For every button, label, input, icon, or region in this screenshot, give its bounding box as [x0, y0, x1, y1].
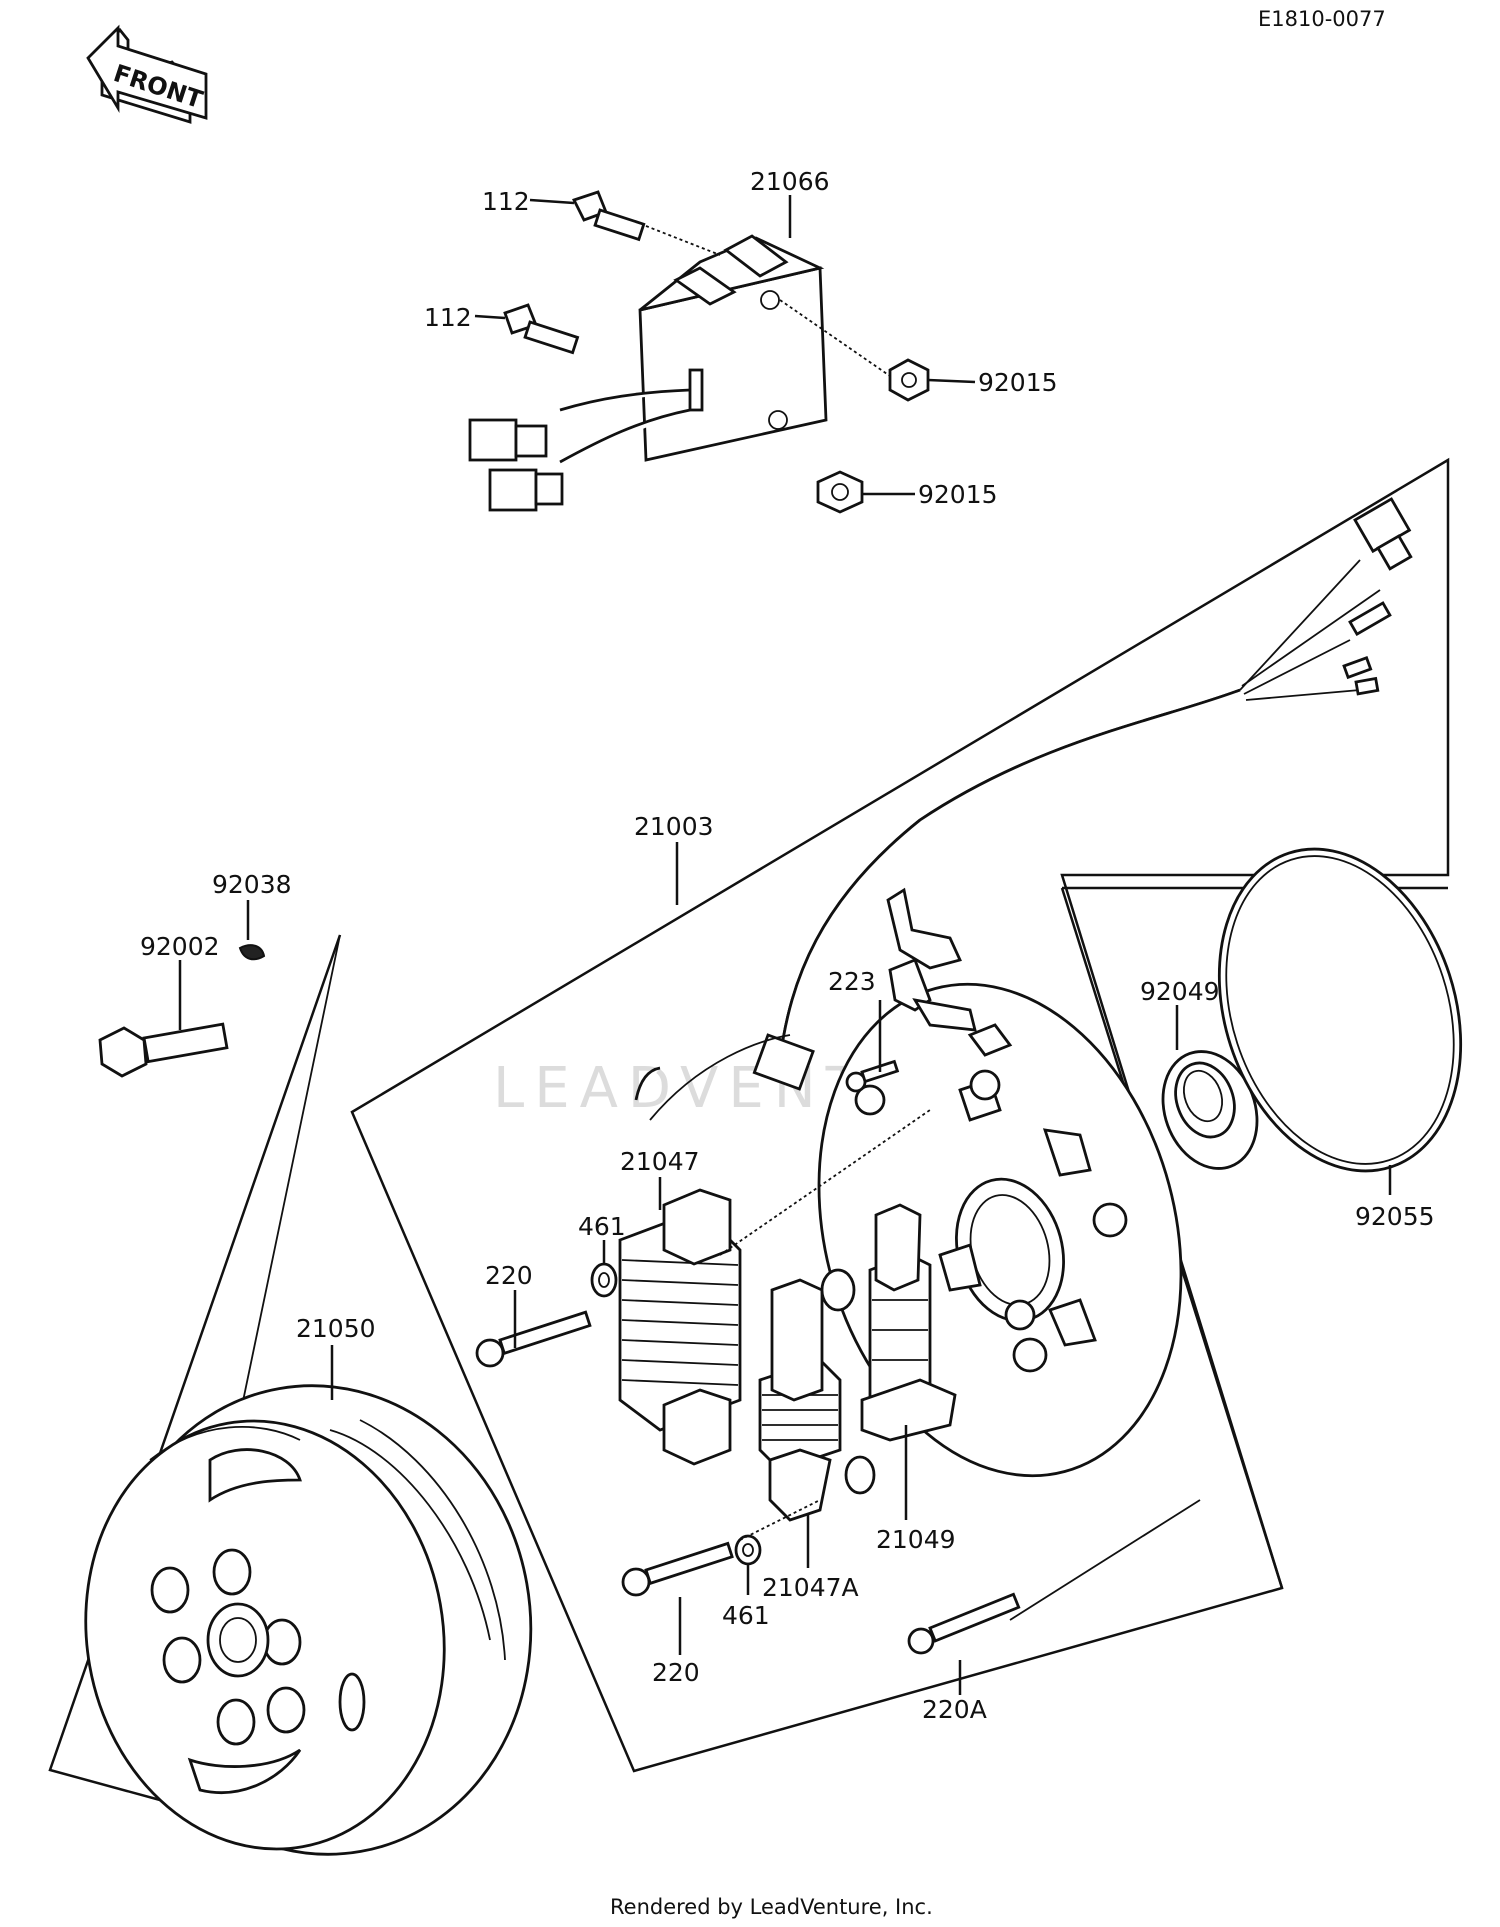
wire-harness-regulator — [468, 388, 691, 512]
callout-461-upper: 461 — [578, 1212, 626, 1241]
callout-92055: 92055 — [1355, 1202, 1435, 1231]
callout-223: 223 — [828, 967, 876, 996]
stator-assembly-outline — [350, 457, 1450, 1773]
callout-220A: 220A — [922, 1695, 987, 1724]
callout-21047A: 21047A — [762, 1573, 859, 1602]
callout-92015-lower: 92015 — [918, 480, 998, 509]
regulator-rectifier — [638, 234, 828, 462]
charging-coil-21047 — [618, 1188, 742, 1466]
wire-clamp — [634, 1033, 815, 1121]
footer-credit: Rendered by LeadVenture, Inc. — [610, 1895, 933, 1919]
bracket — [886, 887, 962, 970]
callout-92002: 92002 — [140, 932, 220, 961]
diagram-code: E1810-0077 — [1258, 7, 1386, 31]
screw-220A — [907, 1592, 1021, 1655]
bolt-92002 — [98, 1022, 229, 1078]
screw-220-lower — [621, 1541, 734, 1597]
callout-21003: 21003 — [634, 812, 714, 841]
callout-92015-upper: 92015 — [978, 368, 1058, 397]
oil-seal-92049 — [1161, 1050, 1259, 1170]
woodruff-key-92038 — [238, 944, 266, 961]
callout-220-upper: 220 — [485, 1261, 533, 1290]
nut-92015-lower — [816, 470, 864, 514]
callout-21050: 21050 — [296, 1314, 376, 1343]
callout-461-lower: 461 — [722, 1601, 770, 1630]
callout-112-lower: 112 — [424, 303, 472, 332]
screw-220-upper — [475, 1310, 592, 1368]
callout-92049: 92049 — [1140, 977, 1220, 1006]
callout-92038: 92038 — [212, 870, 292, 899]
charging-coil-21047A — [758, 1278, 842, 1522]
callout-21047: 21047 — [620, 1147, 700, 1176]
callout-21049: 21049 — [876, 1525, 956, 1554]
bolt-112-upper — [572, 190, 646, 242]
washer-461-upper — [590, 1262, 618, 1298]
front-arrow-icon: FRONT — [86, 24, 208, 124]
nut-92015-upper — [888, 358, 930, 402]
callout-220-lower: 220 — [652, 1658, 700, 1687]
rotor-group-outline — [48, 934, 342, 1802]
callout-21066: 21066 — [750, 167, 830, 196]
bolt-112-lower — [503, 303, 580, 355]
washer-461-lower — [734, 1534, 762, 1566]
callout-112-upper: 112 — [482, 187, 530, 216]
flywheel-rotor-21050 — [84, 1384, 533, 1856]
pulser-coil-21049 — [820, 1203, 957, 1495]
